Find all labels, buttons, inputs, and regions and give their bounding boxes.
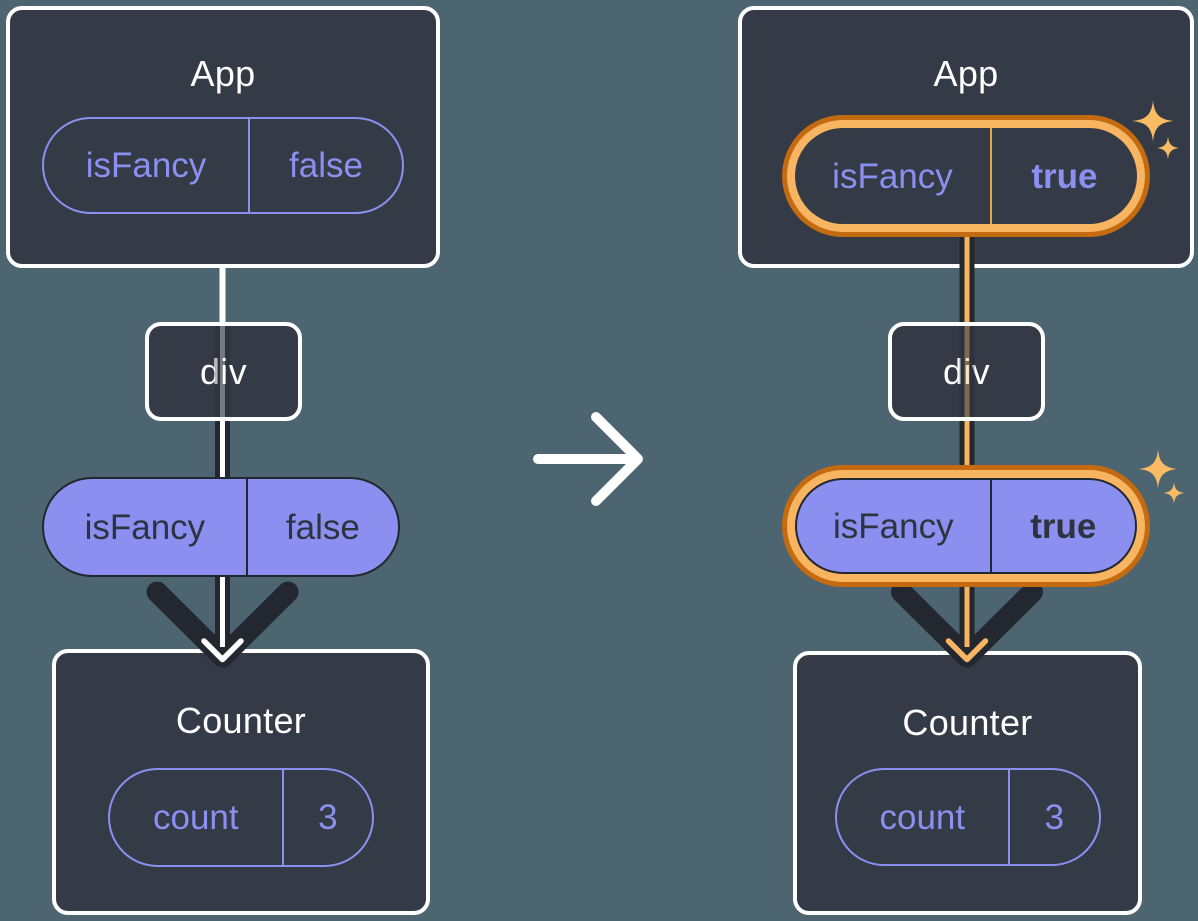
before-counter-title: Counter (175, 700, 307, 741)
after-passed-prop-pill-highlight: isFancy true (782, 465, 1150, 587)
after-app-title: App (933, 53, 999, 94)
state-name: count (110, 770, 284, 866)
prop-name: isFancy (44, 119, 251, 213)
prop-name: isFancy (795, 128, 992, 224)
sparkle-icon (1138, 449, 1178, 489)
before-app-card: App isFancy false (6, 6, 440, 268)
sparkle-icon (1163, 482, 1185, 504)
sparkle-icon (1132, 100, 1174, 142)
before-flow-lines (146, 264, 299, 668)
prop-value: true (1030, 506, 1097, 546)
before-div-title: div (200, 350, 247, 393)
before-app-prop-pill: isFancy false (42, 117, 404, 215)
sparkles (1132, 100, 1185, 504)
after-counter-state-pill: count 3 (834, 768, 1101, 867)
before-arrowhead-inner (201, 638, 244, 663)
state-value: 3 (1044, 797, 1065, 837)
after-div-title: div (943, 350, 990, 393)
state-value: 3 (318, 798, 338, 838)
right-arrow-icon (533, 412, 643, 506)
after-flow-lines (891, 230, 1043, 668)
after-div-card: div (888, 322, 1045, 421)
after-app-prop-pill: isFancy true (795, 128, 1137, 224)
after-app-prop-pill-highlight: isFancy true (782, 115, 1150, 237)
after-counter-card: Counter count 3 (793, 651, 1142, 915)
after-passed-prop-pill: isFancy true (795, 478, 1137, 574)
prop-value: true (1031, 156, 1098, 196)
after-counter-title: Counter (902, 702, 1033, 743)
after-arrowhead-inner (945, 638, 989, 663)
before-counter-card: Counter count 3 (52, 649, 430, 915)
before-counter-state-pill: count 3 (108, 768, 374, 868)
sparkle-icon (1156, 136, 1180, 160)
prop-name: isFancy (797, 480, 992, 572)
prop-name: isFancy (44, 479, 248, 575)
highlight-ring: isFancy true (787, 120, 1145, 232)
prop-value: false (289, 146, 363, 186)
state-name: count (837, 770, 1011, 865)
highlight-ring: isFancy true (787, 470, 1145, 582)
prop-value: false (285, 507, 360, 547)
before-app-title: App (190, 53, 256, 94)
before-passed-prop-pill: isFancy false (42, 477, 400, 577)
